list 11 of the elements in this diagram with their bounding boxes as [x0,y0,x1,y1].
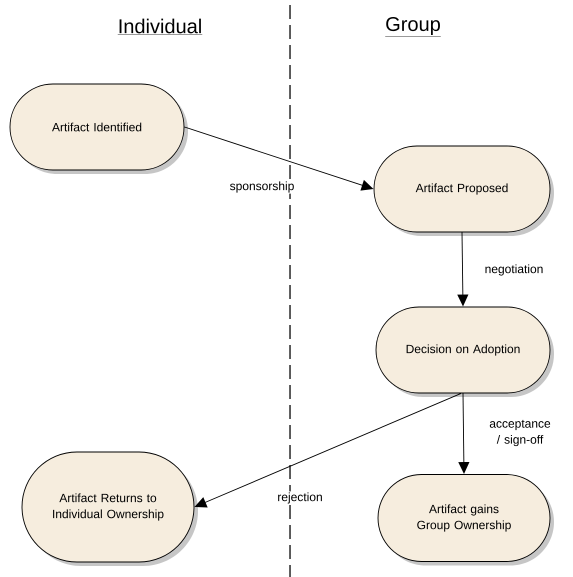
edge-label: negotiation [485,264,543,276]
state-box: Artifact gains Group Ownership [378,474,554,566]
lane-heading: Group [385,16,441,37]
state-box: Artifact Identified [10,84,188,174]
edge-label: acceptance / sign-off [490,420,550,446]
lane-heading: Individual [118,18,202,35]
edge-label: sponsorship [230,181,294,193]
edge-label: rejection [278,492,322,504]
state-box: Decision on Adoption [376,306,554,397]
state-box: Artifact Proposed [374,146,554,236]
state-box: Artifact Returns to Individual Ownership [22,452,198,566]
